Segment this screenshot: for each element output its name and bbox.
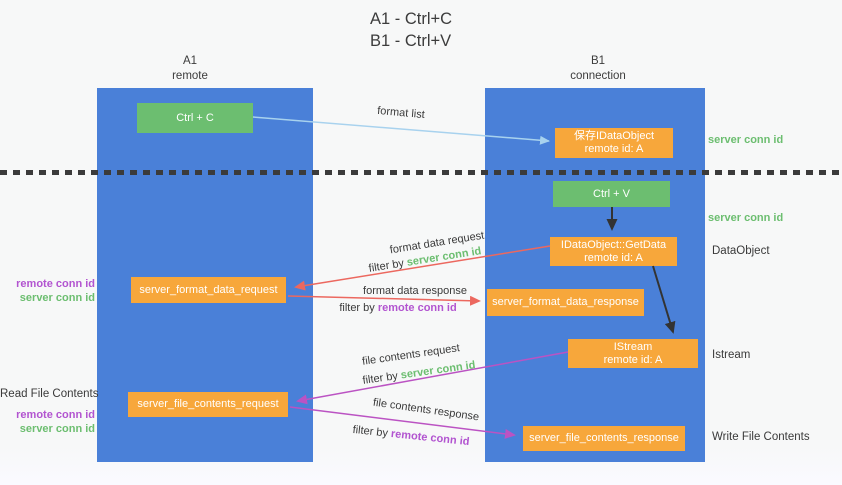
server-conn-id-text: server conn id	[400, 359, 477, 382]
node-ctrl-c: Ctrl + C	[137, 103, 253, 133]
label-istream: Istream	[712, 349, 751, 361]
filter-by-text: filter by	[352, 423, 389, 440]
phase-separator-dashed-line	[0, 170, 842, 175]
node-file-response-label: server_file_contents_response	[529, 432, 679, 444]
left-file-conn-ids: remote conn id server conn id	[0, 409, 95, 436]
node-server-file-contents-request: server_file_contents_request	[128, 392, 288, 417]
server-conn-id-label: server conn id	[19, 291, 95, 304]
node-format-request-label: server_format_data_request	[139, 283, 278, 296]
node-ctrl-c-label: Ctrl + C	[176, 111, 214, 124]
node-istream: IStream remote id: A	[568, 339, 698, 368]
node-save-idataobject-line1: 保存IDataObject	[573, 130, 655, 142]
remote-conn-id-text: remote conn id	[390, 427, 470, 449]
left-format-conn-ids: remote conn id server conn id	[0, 278, 95, 305]
filter-by-text: filter by	[339, 302, 375, 314]
filter-by-text: filter by	[361, 370, 399, 387]
node-getdata-line1: IDataObject::GetData	[560, 238, 667, 251]
node-ctrl-v-label: Ctrl + V	[593, 187, 630, 200]
node-idataobject-getdata: IDataObject::GetData remote id: A	[550, 237, 677, 266]
node-save-idataobject-line2: remote id: A	[584, 143, 644, 155]
node-save-idataobject: 保存IDataObject remote id: A	[555, 128, 673, 158]
label-filter-by-remote-1: filter by remote conn id	[339, 302, 456, 314]
title-line-1: A1 - Ctrl+C	[370, 10, 453, 28]
node-getdata-line2: remote id: A	[584, 251, 643, 264]
label-format-list: format list	[376, 104, 426, 122]
lane-a-subtitle: remote	[172, 70, 208, 82]
label-write-file-contents: Write File Contents	[712, 431, 810, 443]
lane-a-title: A1	[182, 55, 198, 67]
lane-b-title: B1	[590, 55, 606, 67]
label-filter-by-remote-2: filter by remote conn id	[352, 424, 470, 448]
node-istream-line1: IStream	[613, 340, 653, 353]
label-format-data-response: format data response	[363, 285, 467, 297]
filter-by-text: filter by	[367, 257, 405, 275]
label-dataobject: DataObject	[712, 245, 770, 257]
node-file-request-label: server_file_contents_request	[137, 398, 279, 410]
lane-a-header: A1 remote	[135, 54, 245, 84]
right-server-conn-id-top: server conn id	[708, 134, 784, 146]
node-istream-line2: remote id: A	[603, 353, 663, 366]
node-server-format-data-response: server_format_data_response	[487, 289, 644, 316]
node-format-response-label: server_format_data_response	[492, 296, 639, 308]
remote-conn-id-text: remote conn id	[377, 302, 457, 314]
remote-conn-id-label: remote conn id	[16, 409, 95, 421]
remote-conn-id-label: remote conn id	[16, 278, 95, 290]
title-line-2: B1 - Ctrl+V	[370, 32, 452, 50]
label-file-contents-response: file contents response	[372, 396, 480, 424]
right-server-conn-id-mid: server conn id	[708, 212, 784, 224]
server-conn-id-label: server conn id	[19, 422, 95, 435]
lane-b-subtitle: connection	[570, 70, 626, 82]
node-server-file-contents-response: server_file_contents_response	[523, 426, 685, 451]
lane-b-header: B1 connection	[543, 54, 653, 84]
diagram-title: A1 - Ctrl+C B1 - Ctrl+V	[370, 8, 452, 52]
node-server-format-data-request: server_format_data_request	[131, 277, 286, 303]
node-ctrl-v: Ctrl + V	[553, 181, 670, 207]
label-read-file-contents: Read File Contents	[0, 388, 99, 400]
